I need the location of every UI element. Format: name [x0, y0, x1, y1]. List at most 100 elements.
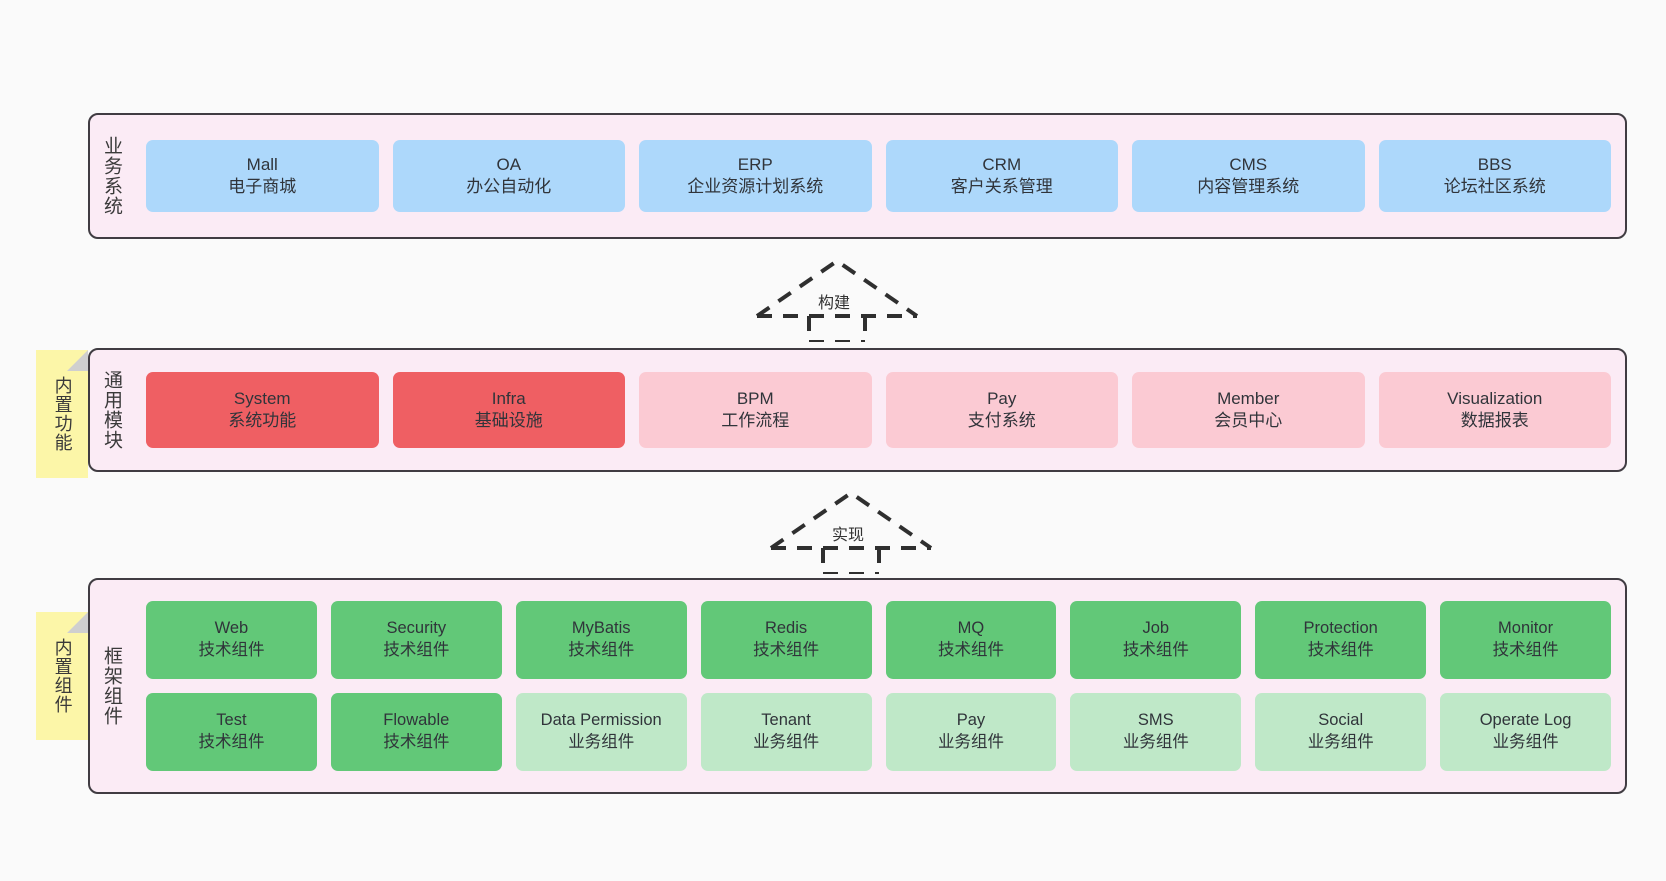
node-system[interactable]: System 系统功能 [146, 372, 379, 448]
node-subtitle: 基础设施 [474, 411, 543, 430]
node-subtitle: 业务组件 [1122, 733, 1189, 751]
node-title: Pay [987, 388, 1017, 408]
node-title: Data Permission [540, 711, 662, 730]
node-title: Web [214, 619, 249, 638]
node-job[interactable]: Job 技术组件 [1070, 601, 1242, 679]
node-subtitle: 业务组件 [753, 733, 820, 751]
layer-body-framework-component: Web 技术组件 Security 技术组件 MyBatis 技术组件 Redi… [132, 580, 1625, 792]
node-subtitle: 技术组件 [1122, 641, 1189, 659]
node-subtitle: 业务组件 [937, 733, 1004, 751]
node-title: BPM [736, 388, 774, 408]
node-visualization[interactable]: Visualization 数据报表 [1378, 372, 1611, 448]
node-subtitle: 技术组件 [753, 641, 820, 659]
node-protection[interactable]: Protection 技术组件 [1255, 601, 1427, 679]
node-subtitle: 论坛社区系统 [1443, 177, 1546, 196]
node-title: Job [1142, 619, 1170, 638]
node-crm[interactable]: CRM 客户关系管理 [885, 140, 1118, 212]
arrow-implement-label: 实现 [832, 527, 865, 544]
node-monitor[interactable]: Monitor 技术组件 [1440, 601, 1611, 679]
node-title: Monitor [1498, 619, 1554, 638]
node-operate-log[interactable]: Operate Log 业务组件 [1440, 693, 1611, 771]
node-pay-business[interactable]: Pay 业务组件 [885, 693, 1057, 771]
node-subtitle: 技术组件 [937, 641, 1004, 659]
node-title: Member [1217, 388, 1280, 408]
layer-title-business-system: 业务系统 [101, 136, 123, 216]
node-title: ERP [737, 154, 773, 174]
node-subtitle: 技术组件 [1307, 641, 1374, 659]
node-infra[interactable]: Infra 基础设施 [392, 372, 625, 448]
node-subtitle: 内容管理系统 [1197, 177, 1300, 196]
arrow-implement [769, 490, 933, 574]
node-subtitle: 工作流程 [721, 411, 790, 430]
node-cms[interactable]: CMS 内容管理系统 [1132, 140, 1365, 212]
node-subtitle: 数据报表 [1460, 411, 1529, 430]
node-title: BBS [1477, 154, 1512, 174]
node-title: Security [386, 619, 447, 638]
node-title: Redis [764, 619, 808, 638]
node-row: System 系统功能 Infra 基础设施 BPM 工作流程 Pay 支付系统… [146, 372, 1611, 448]
node-title: Mall [246, 154, 278, 174]
node-row: Web 技术组件 Security 技术组件 MyBatis 技术组件 Redi… [146, 601, 1611, 679]
node-subtitle: 技术组件 [383, 641, 450, 659]
node-sms[interactable]: SMS 业务组件 [1070, 693, 1242, 771]
node-subtitle: 技术组件 [198, 641, 265, 659]
node-title: Pay [956, 711, 986, 730]
node-redis[interactable]: Redis 技术组件 [700, 601, 872, 679]
node-subtitle: 技术组件 [1492, 641, 1559, 659]
node-title: Visualization [1447, 388, 1543, 408]
node-title: SMS [1137, 711, 1174, 730]
node-pay[interactable]: Pay 支付系统 [885, 372, 1118, 448]
node-title: Protection [1303, 619, 1378, 638]
layer-common-module: 通用模块 System 系统功能 Infra 基础设施 BPM 工作流程 Pay… [88, 348, 1627, 472]
node-title: CMS [1229, 154, 1268, 174]
node-tenant[interactable]: Tenant 业务组件 [700, 693, 872, 771]
node-title: MyBatis [571, 619, 631, 638]
node-oa[interactable]: OA 办公自动化 [392, 140, 625, 212]
node-member[interactable]: Member 会员中心 [1132, 372, 1365, 448]
sticky-note-builtin-function: 内置功能 [36, 350, 88, 478]
node-test[interactable]: Test 技术组件 [146, 693, 317, 771]
node-subtitle: 技术组件 [198, 733, 265, 751]
node-security[interactable]: Security 技术组件 [330, 601, 502, 679]
layer-body-business-system: Mall 电子商城 OA 办公自动化 ERP 企业资源计划系统 CRM 客户关系… [132, 115, 1625, 237]
node-title: Infra [491, 388, 526, 408]
node-row: Mall 电子商城 OA 办公自动化 ERP 企业资源计划系统 CRM 客户关系… [146, 140, 1611, 212]
arrow-head-triangle [755, 258, 919, 318]
node-title: Social [1318, 711, 1364, 730]
node-subtitle: 业务组件 [568, 733, 635, 751]
node-subtitle: 业务组件 [1492, 733, 1559, 751]
layer-framework-component: 框架组件 Web 技术组件 Security 技术组件 MyBatis 技术组件… [88, 578, 1627, 794]
node-subtitle: 会员中心 [1214, 411, 1283, 430]
node-subtitle: 企业资源计划系统 [687, 177, 824, 196]
node-flowable[interactable]: Flowable 技术组件 [330, 693, 502, 771]
node-title: Flowable [383, 711, 450, 730]
arrow-head-triangle [769, 490, 933, 550]
node-erp[interactable]: ERP 企业资源计划系统 [639, 140, 872, 212]
node-title: OA [496, 154, 522, 174]
node-subtitle: 系统功能 [228, 411, 297, 430]
node-data-permission[interactable]: Data Permission 业务组件 [515, 693, 687, 771]
node-bbs[interactable]: BBS 论坛社区系统 [1378, 140, 1611, 212]
node-mq[interactable]: MQ 技术组件 [885, 601, 1057, 679]
layer-body-common-module: System 系统功能 Infra 基础设施 BPM 工作流程 Pay 支付系统… [132, 350, 1625, 470]
node-subtitle: 客户关系管理 [950, 177, 1053, 196]
node-title: Tenant [761, 711, 811, 730]
node-mall[interactable]: Mall 电子商城 [146, 140, 379, 212]
node-title: System [233, 388, 291, 408]
node-row: Test 技术组件 Flowable 技术组件 Data Permission … [146, 693, 1611, 771]
node-title: MQ [957, 619, 985, 638]
node-social[interactable]: Social 业务组件 [1255, 693, 1427, 771]
node-bpm[interactable]: BPM 工作流程 [639, 372, 872, 448]
sticky-note-builtin-component: 内置组件 [36, 612, 88, 740]
layer-business-system: 业务系统 Mall 电子商城 OA 办公自动化 ERP 企业资源计划系统 CRM… [88, 113, 1627, 239]
layer-title-common-module: 通用模块 [101, 370, 123, 450]
node-subtitle: 业务组件 [1307, 733, 1374, 751]
node-subtitle: 办公自动化 [466, 177, 552, 196]
node-web[interactable]: Web 技术组件 [146, 601, 317, 679]
node-title: Operate Log [1479, 711, 1572, 730]
node-subtitle: 技术组件 [568, 641, 635, 659]
node-subtitle: 电子商城 [228, 177, 297, 196]
node-mybatis[interactable]: MyBatis 技术组件 [515, 601, 687, 679]
arrow-build-label: 构建 [818, 295, 851, 312]
